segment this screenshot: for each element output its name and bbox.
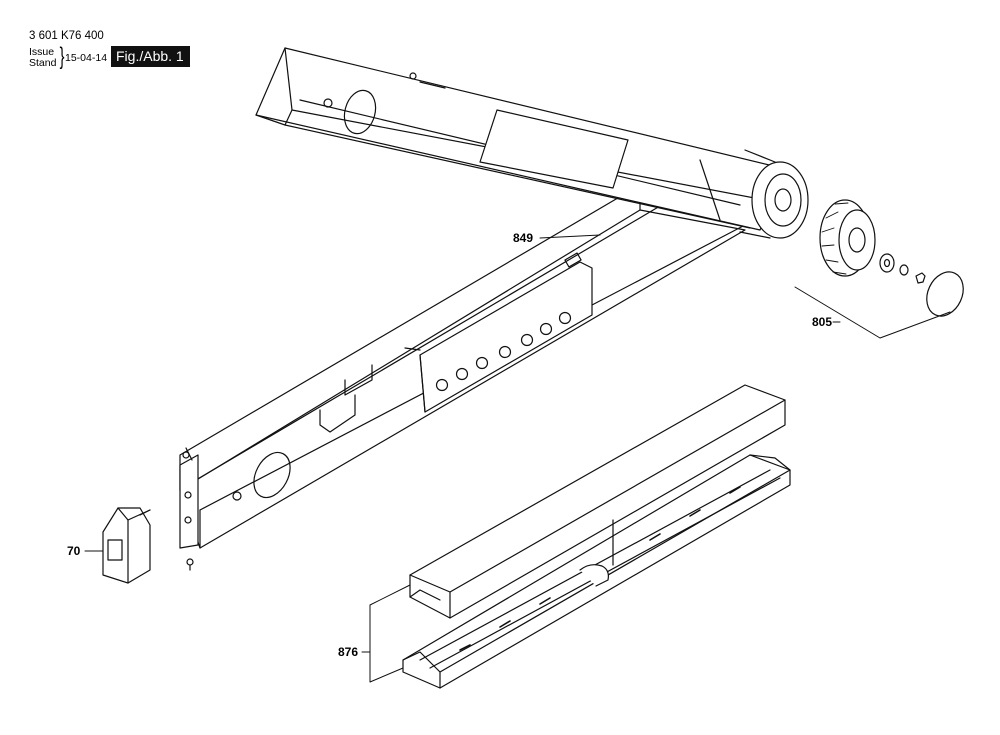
callout-876: 876 <box>338 645 359 659</box>
callout-805: 805 <box>812 315 833 329</box>
upper-arm <box>255 47 809 239</box>
cover-strip <box>409 384 786 619</box>
stand-label: Stand <box>29 57 57 69</box>
brace-glyph: } <box>59 43 65 70</box>
tray <box>402 454 791 689</box>
issue-label: Issue <box>29 46 55 58</box>
callout-70: 70 <box>67 544 81 558</box>
revision-date: 15-04-14 <box>65 52 108 64</box>
part-number: 3 601 K76 400 <box>29 30 104 42</box>
end-cap-70 <box>84 447 194 584</box>
knob-assembly-805 <box>794 199 964 339</box>
figure-label: Fig./Abb. 1 <box>111 46 190 67</box>
issue-stand-label: Issue Stand <box>29 47 56 69</box>
lower-arm-849 <box>179 184 746 549</box>
callout-849: 849 <box>513 231 534 245</box>
display-buttons <box>435 311 572 392</box>
